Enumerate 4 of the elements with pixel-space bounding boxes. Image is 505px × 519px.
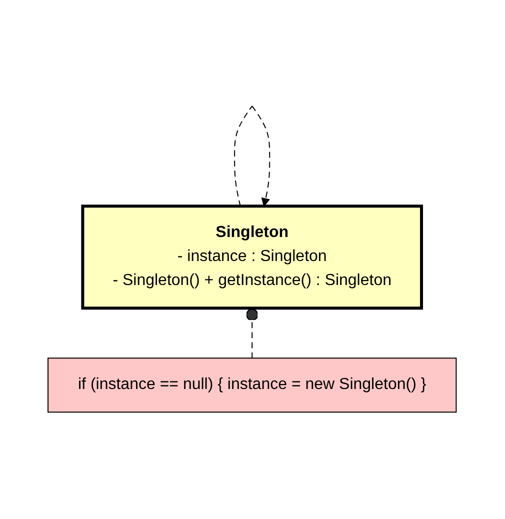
node-box bbox=[48, 358, 458, 414]
connector bbox=[246, 308, 259, 360]
node-box bbox=[82, 205, 424, 310]
arrow bbox=[234, 106, 271, 208]
